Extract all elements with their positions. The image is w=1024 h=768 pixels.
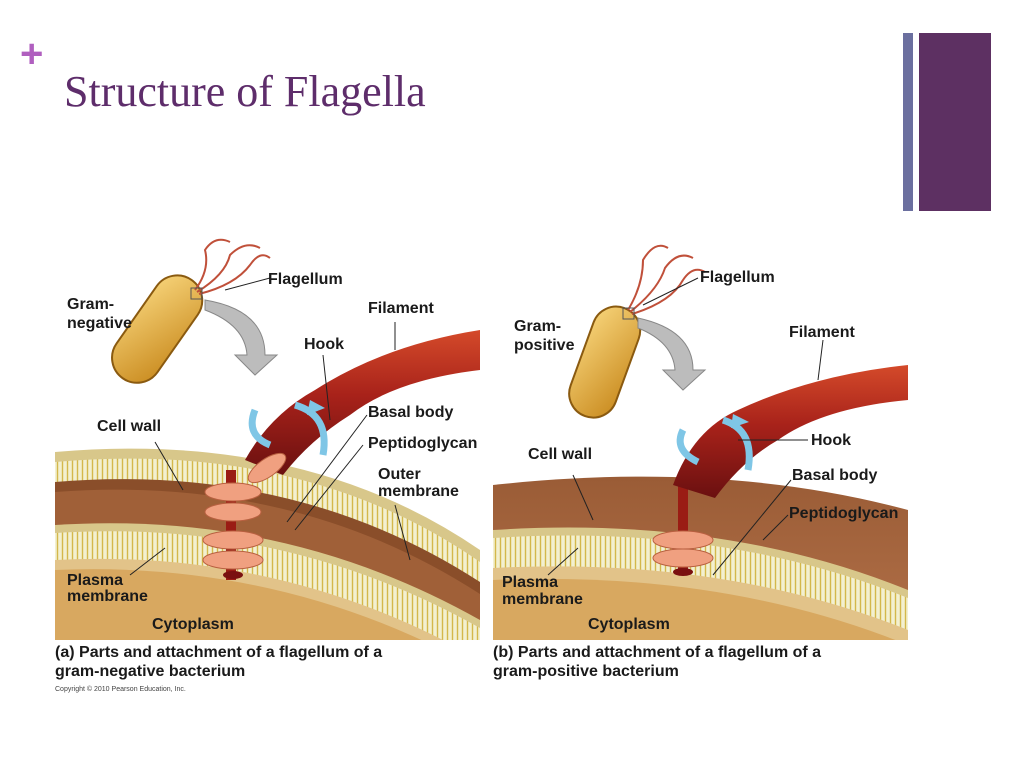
label-cytoplasm-a: Cytoplasm xyxy=(152,616,234,633)
caption-a-line2: gram-negative bacterium xyxy=(55,663,246,680)
caption-b-text: Parts and attachment of a flagellum of a xyxy=(517,644,822,661)
label-gram-b-1: Gram- xyxy=(514,318,562,335)
label-basal-body-b: Basal body xyxy=(792,467,878,484)
label-plasma-b-1: Plasma xyxy=(502,574,559,591)
label-cell-wall-b: Cell wall xyxy=(528,446,593,463)
accent-bar-thick xyxy=(919,33,991,211)
label-plasma-a-1: Plasma xyxy=(67,572,124,589)
label-peptidoglycan-b: Peptidoglycan xyxy=(789,505,899,522)
label-plasma-a-2: membrane xyxy=(67,588,148,605)
slide-title: Structure of Flagella xyxy=(64,67,426,116)
label-basal-body-a: Basal body xyxy=(368,404,454,421)
label-filament-a: Filament xyxy=(368,300,434,317)
caption-b-tag: (b) xyxy=(493,644,514,661)
label-outer-a-1: Outer xyxy=(378,466,421,483)
gram-positive-diagram xyxy=(493,244,908,640)
label-cell-wall-a: Cell wall xyxy=(97,418,162,435)
caption-a-text: Parts and attachment of a flagellum of a xyxy=(79,644,383,661)
label-flagellum-b: Flagellum xyxy=(700,269,775,286)
gram-negative-diagram xyxy=(55,238,480,640)
label-filament-b: Filament xyxy=(789,324,855,341)
label-gram-a-2: negative xyxy=(67,315,132,332)
label-gram-a-1: Gram- xyxy=(67,296,115,313)
copyright: Copyright © 2010 Pearson Education, Inc. xyxy=(55,686,186,693)
label-hook-b: Hook xyxy=(811,432,851,449)
caption-a-tag: (a) xyxy=(55,644,75,661)
label-cytoplasm-b: Cytoplasm xyxy=(588,616,670,633)
label-plasma-b-2: membrane xyxy=(502,591,583,608)
label-peptidoglycan-a: Peptidoglycan xyxy=(368,435,478,452)
accent-bar-thin xyxy=(903,33,913,211)
label-flagellum-a: Flagellum xyxy=(268,271,343,288)
caption-b-line1: (b) Parts and attachment of a flagellum … xyxy=(493,643,821,662)
label-gram-b-2: positive xyxy=(514,337,575,354)
plus-icon: + xyxy=(20,32,44,76)
label-hook-a: Hook xyxy=(304,336,344,353)
caption-a-line1: (a) Parts and attachment of a flagellum … xyxy=(55,643,382,662)
caption-b-line2: gram-positive bacterium xyxy=(493,663,679,680)
label-outer-a-2: membrane xyxy=(378,483,459,500)
